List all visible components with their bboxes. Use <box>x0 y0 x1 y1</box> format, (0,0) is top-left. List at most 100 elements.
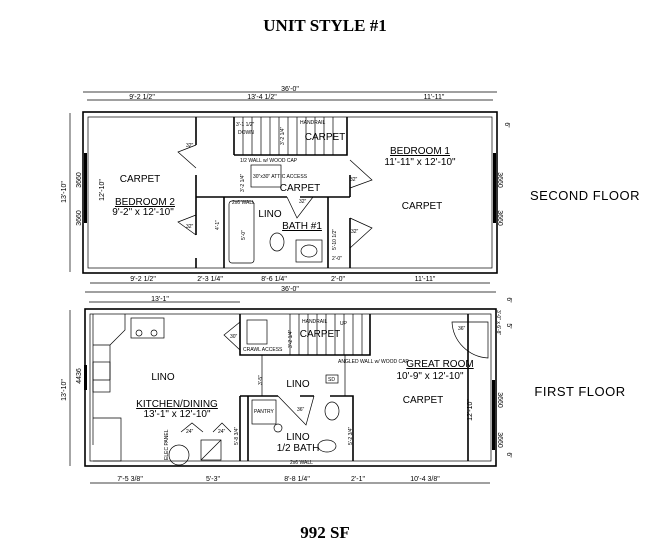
door-size-label: 32" <box>350 177 358 183</box>
dim-label: 2'-0" <box>331 276 345 283</box>
floor-finish-label: CARPET <box>402 201 443 212</box>
window-icon <box>84 153 87 223</box>
sink-icon <box>295 239 323 263</box>
interior-wall <box>261 355 346 396</box>
dim-label: 2'-0" <box>332 256 342 262</box>
door-swing-icon <box>223 321 241 351</box>
dim-label: 3660 <box>496 172 503 188</box>
clearance-label: 24" <box>186 429 194 435</box>
exterior-wall-inner <box>89 313 492 462</box>
window-icon <box>84 365 87 390</box>
dim-label: 2'-3 1/4" <box>197 276 223 283</box>
first-floor-label: FIRST FLOOR <box>534 384 625 399</box>
water-heater-icon <box>168 444 190 466</box>
dim-label: 3660 <box>496 210 503 226</box>
room-name-bedroom-2: BEDROOM 2 <box>115 197 175 208</box>
door-size-label: 32" <box>186 224 194 230</box>
interior-wall <box>239 314 469 461</box>
dim-label: 8'-8 1/4" <box>284 476 310 483</box>
dim-label: 3'-2 1/4" <box>280 126 286 145</box>
light-fixture-icon <box>273 423 283 433</box>
toilet-icon <box>324 401 340 421</box>
clearance-icon <box>212 422 232 433</box>
door-swing-icon <box>349 159 373 189</box>
dim-label: 36'-0" <box>281 286 299 293</box>
floor-finish-label: CARPET <box>120 174 161 185</box>
pantry-label: PANTRY <box>254 409 274 415</box>
bathtub-icon <box>228 200 255 264</box>
clearance-icon <box>180 422 204 433</box>
room-name-bath-1: BATH #1 <box>282 221 322 232</box>
kitchen-counter <box>92 314 126 462</box>
dim-label: 8'-6 1/4" <box>261 276 287 283</box>
door-size-label: 32" <box>351 229 359 235</box>
dim-label: 3'-5" <box>258 375 264 385</box>
dim-label: 36'-0" <box>281 86 299 93</box>
door-swing-icon <box>286 196 314 219</box>
door-size-label: 32" <box>299 199 307 205</box>
room-size: 11'-11" x 12'-10" <box>384 157 456 168</box>
floor-finish-label: CARPET <box>305 132 346 143</box>
room-name-great-room: GREAT ROOM <box>406 359 473 370</box>
plan-title: UNIT STYLE #1 <box>263 16 386 35</box>
dim-label: 12'-10" <box>467 399 474 421</box>
dim-label: 5' <box>505 323 512 328</box>
crawl-access <box>246 319 268 345</box>
dim-label: 3660 <box>496 432 503 448</box>
entry-door-label: 3'-0" x 6'-8" <box>495 310 501 335</box>
dim-label: 3660 <box>76 172 83 188</box>
dim-label: 10'-4 3/8" <box>410 476 440 483</box>
stair-direction-label: DOWN <box>238 130 254 136</box>
toilet-icon <box>269 232 285 252</box>
floor-finish-label: LINO <box>286 432 310 443</box>
half-wall-label: 1/2 WALL w/ WOOD CAP <box>240 158 298 164</box>
second-floor-label: SECOND FLOOR <box>530 188 640 203</box>
exterior-wall-inner <box>87 116 493 269</box>
handrail-label: HANDRAIL <box>302 319 328 325</box>
dim-label: 4436 <box>76 368 83 384</box>
dim-label: 3660 <box>496 392 503 408</box>
dim-label: 5'-8 3/4" <box>234 426 240 445</box>
pantry-shelf <box>251 399 277 425</box>
wall-label: 2x6 WALL <box>290 460 313 466</box>
window-icon <box>493 153 496 223</box>
stair-treads <box>242 117 334 155</box>
floor-finish-label: CARPET <box>280 183 321 194</box>
door-swing-icon <box>177 214 197 236</box>
dim-label: 7'-5 3/8" <box>117 476 143 483</box>
room-name-half-bath: 1/2 BATH <box>277 443 320 454</box>
wall-label: 2x6 WALL <box>232 200 255 206</box>
exterior-wall <box>82 111 498 274</box>
smoke-detector-label: SD <box>328 377 335 383</box>
room-name-kitchen-dining: KITCHEN/DINING <box>136 399 218 410</box>
angled-wall-label: ANGLED WALL w/ WOOD CAP <box>338 359 409 365</box>
dim-label: 3660 <box>76 210 83 226</box>
window-icon <box>492 380 495 450</box>
entry-door-swing-icon <box>451 321 489 359</box>
second-floor-plan: 36'-0" 9'-2 1/2" 13'-4 1/2" 11'-11" 9'-2… <box>61 86 510 284</box>
dim-label: 3'-2 1/4" <box>240 173 246 192</box>
furnace-icon <box>200 439 222 461</box>
smoke-detector-icon <box>325 374 339 384</box>
crawl-access-label: CRAWL ACCESS <box>243 347 283 353</box>
floor-finish-label: LINO <box>286 379 310 390</box>
dim-label: 13'-1" <box>151 296 169 303</box>
door-size-label: 36" <box>297 407 305 413</box>
dim-label: 9'-2 1/2" <box>129 94 155 101</box>
electric-panel-label: ELEC PANEL <box>164 429 170 460</box>
attic-access <box>250 164 282 188</box>
dim-label: 5'-3" <box>206 476 220 483</box>
dim-label: 11'-11" <box>415 276 436 283</box>
attic-access-label: 30"x30" ATTIC ACCESS <box>253 174 308 180</box>
dim-label: 11'-11" <box>424 94 445 101</box>
floor-finish-label: LINO <box>151 372 175 383</box>
clearance-label: 24" <box>218 429 226 435</box>
dim-label: 13'-4 1/2" <box>247 94 277 101</box>
range-icon <box>130 317 165 339</box>
floor-finish-label: LINO <box>258 209 282 220</box>
dim-label: 6' <box>505 297 512 302</box>
dim-label: 5'-0" <box>241 230 247 240</box>
room-size: 13'-1" x 12'-10" <box>143 409 211 420</box>
dim-label: 3'-2 1/4" <box>288 329 294 348</box>
